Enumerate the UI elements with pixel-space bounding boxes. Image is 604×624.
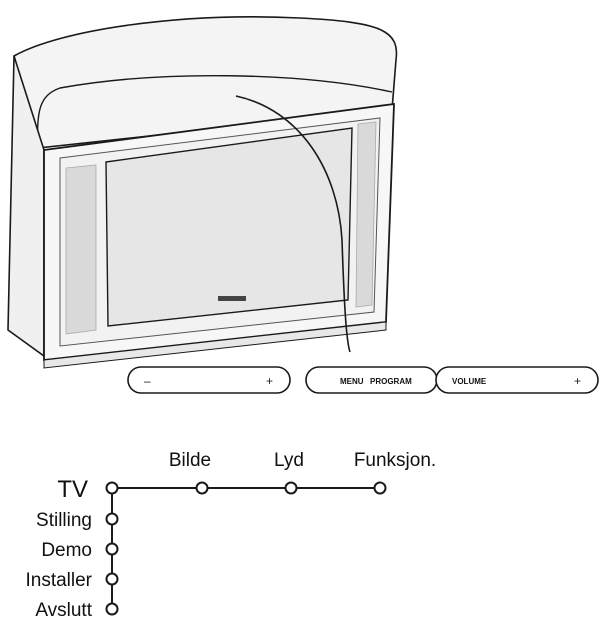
plus-sign: + [266, 374, 273, 388]
menu-item-stilling-node[interactable] [105, 512, 119, 526]
tv-illustration [7, 16, 398, 369]
volume-rocker-button[interactable]: VOLUME + [435, 366, 599, 394]
minus-sign: – [144, 374, 151, 388]
menu-item-avslutt-node[interactable] [105, 602, 119, 616]
tv-speaker-left [65, 164, 97, 335]
menu-item-lyd-label: Lyd [274, 450, 304, 471]
program-rocker-button[interactable]: – + [127, 366, 291, 394]
menu-item-installer-label: Installer [25, 570, 92, 591]
tv-control-buttons: – + MENU PROGRAM VOLUME + [127, 366, 599, 394]
tv-speaker-right [355, 121, 377, 308]
tv-housing-top [13, 16, 398, 149]
menu-root-label: TV [57, 476, 88, 503]
menu-item-avslutt-label: Avslutt [35, 600, 92, 621]
menu-item-installer-node[interactable] [105, 572, 119, 586]
tv-base [43, 321, 387, 369]
menu-item-funksjon-label: Funksjon. [354, 450, 436, 471]
pointer-line [235, 95, 351, 353]
menu-item-stilling-label: Stilling [36, 510, 92, 531]
menu-tree: TV Bilde Lyd Funksjon. Stilling Demo Ins… [25, 450, 436, 621]
menu-item-demo-node[interactable] [105, 542, 119, 556]
menu-item-funksjon-node[interactable] [373, 481, 387, 495]
menu-item-bilde-label: Bilde [169, 450, 211, 471]
menu-program-button[interactable]: MENU PROGRAM [305, 366, 438, 394]
volume-label: VOLUME [452, 377, 487, 386]
menu-item-bilde-node[interactable] [195, 481, 209, 495]
menu-label: MENU [340, 377, 364, 386]
tv-top-edge [36, 74, 393, 149]
menu-root-node[interactable] [105, 481, 119, 495]
volume-plus-sign: + [574, 374, 581, 388]
menu-item-lyd-node[interactable] [284, 481, 298, 495]
tv-logo [218, 296, 246, 301]
program-label: PROGRAM [370, 377, 412, 386]
menu-item-demo-label: Demo [41, 540, 92, 561]
tv-screen [105, 127, 353, 327]
